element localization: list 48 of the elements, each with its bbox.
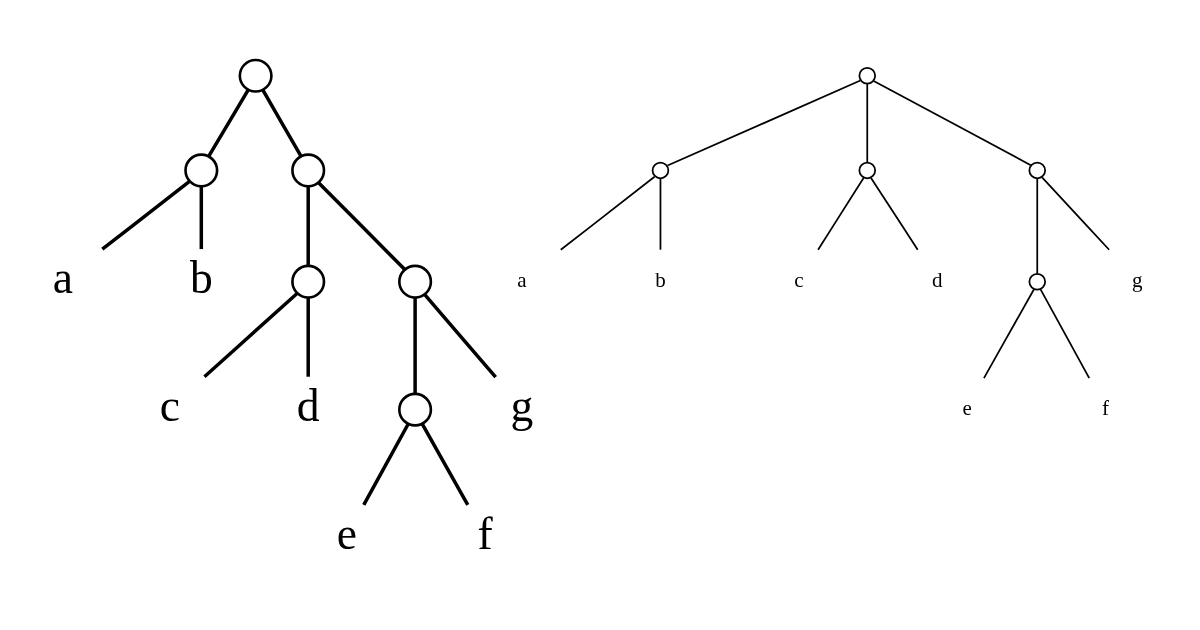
connector xyxy=(666,79,862,167)
connector xyxy=(659,177,662,251)
node-text: e xyxy=(336,507,357,559)
connector xyxy=(207,89,250,157)
connector xyxy=(983,288,1035,379)
node-text: c xyxy=(159,379,180,431)
node-circle xyxy=(1028,161,1046,180)
node-circle xyxy=(291,264,326,299)
connector xyxy=(420,423,470,506)
node-text: f xyxy=(477,507,493,559)
node-text: e xyxy=(962,396,972,421)
node-text: g xyxy=(1131,268,1143,293)
node-text: g xyxy=(510,379,534,431)
connector xyxy=(870,177,919,251)
node-text: b xyxy=(655,268,666,293)
node-circle xyxy=(398,264,433,299)
node-text: d xyxy=(296,379,320,431)
node-circle xyxy=(651,161,670,180)
connector xyxy=(872,80,1032,167)
connector xyxy=(317,181,406,271)
connector xyxy=(362,423,410,506)
connector xyxy=(1039,288,1091,379)
connector xyxy=(203,291,299,379)
node-text: f xyxy=(1102,396,1110,421)
node-circle xyxy=(398,392,433,427)
connector xyxy=(306,297,310,377)
node-circle xyxy=(1028,272,1046,291)
connector xyxy=(423,293,497,379)
node-circle xyxy=(184,153,219,188)
node-text: c xyxy=(794,268,804,293)
node-circle xyxy=(858,161,876,180)
connector xyxy=(559,175,656,251)
node-circle xyxy=(238,58,273,93)
node-text: a xyxy=(517,268,527,293)
node-text: a xyxy=(52,251,73,303)
connector xyxy=(817,177,865,251)
connector xyxy=(413,297,417,394)
node-text: d xyxy=(932,268,943,293)
node-text: b xyxy=(189,251,213,303)
connector xyxy=(261,89,303,157)
connector xyxy=(1041,176,1111,251)
node-circle xyxy=(291,153,326,188)
connector xyxy=(866,83,869,164)
node-circle xyxy=(858,67,876,85)
connector xyxy=(101,179,191,251)
connector xyxy=(199,186,204,250)
connector xyxy=(306,186,310,266)
connector xyxy=(1036,177,1039,275)
